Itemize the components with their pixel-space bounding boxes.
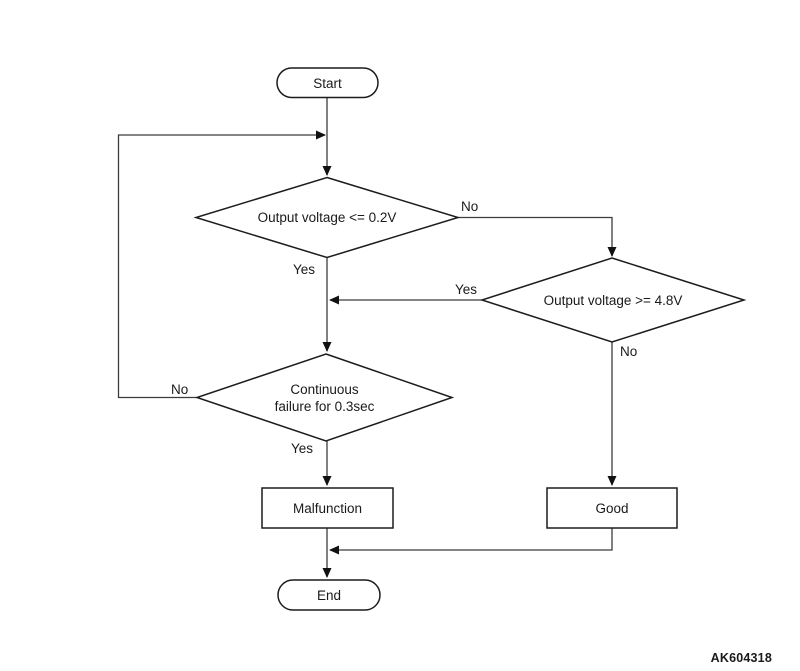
edge-loopback-failure-no-to-main	[117, 130, 326, 399]
edge-decision-low-no-to-decision-high	[458, 216, 617, 257]
end-terminator-shape	[277, 579, 381, 611]
decision-high-voltage-shape	[479, 257, 747, 343]
edge-good-to-end-junction	[329, 528, 613, 555]
decision-continuous-failure-shape	[194, 353, 455, 442]
figure-code: AK604318	[710, 651, 772, 665]
decision-low-voltage-shape	[193, 176, 461, 259]
malfunction-process-shape	[261, 487, 394, 529]
good-process-shape	[546, 487, 678, 529]
start-terminator-shape	[276, 67, 379, 99]
